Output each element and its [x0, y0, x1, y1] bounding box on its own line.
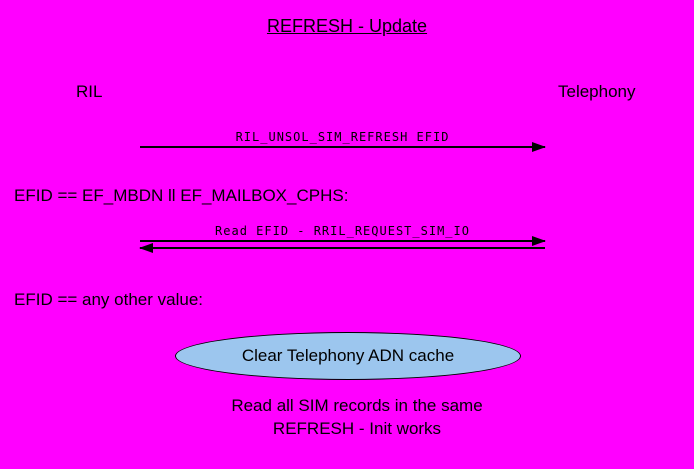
- arrowhead-right-icon: [532, 236, 546, 246]
- actor-telephony: Telephony: [558, 82, 636, 101]
- clear-adn-cache-ellipse: Clear Telephony ADN cache: [175, 332, 521, 380]
- arrow-right-icon: [140, 236, 546, 246]
- clear-adn-cache-label: Clear Telephony ADN cache: [241, 346, 455, 365]
- arrow-left-icon: [139, 243, 545, 253]
- message-read-efid-label: Read EFID - RRIL_REQUEST_SIM_IO: [215, 224, 470, 238]
- arrowhead-left-icon: [139, 243, 153, 253]
- actor-ril: RIL: [76, 82, 103, 101]
- message-read-efid: Read EFID - RRIL_REQUEST_SIM_IO: [139, 224, 546, 253]
- note-line-1: Read all SIM records in the same: [231, 396, 483, 415]
- message-refresh-efid-label: RIL_UNSOL_SIM_REFRESH EFID: [235, 130, 450, 144]
- message-refresh-efid: RIL_UNSOL_SIM_REFRESH EFID: [140, 130, 546, 152]
- note-line-2: REFRESH - Init works: [272, 419, 442, 438]
- condition-mbdn-mailbox: EFID == EF_MBDN ll EF_MAILBOX_CPHS:: [14, 186, 349, 205]
- arrow-right-icon: [140, 142, 546, 152]
- arrowhead-right-icon: [532, 142, 546, 152]
- condition-any-other-value: EFID == any other value:: [14, 290, 203, 309]
- diagram-title: REFRESH - Update: [266, 16, 428, 36]
- note-text: Read all SIM records in the same REFRESH…: [122, 394, 592, 440]
